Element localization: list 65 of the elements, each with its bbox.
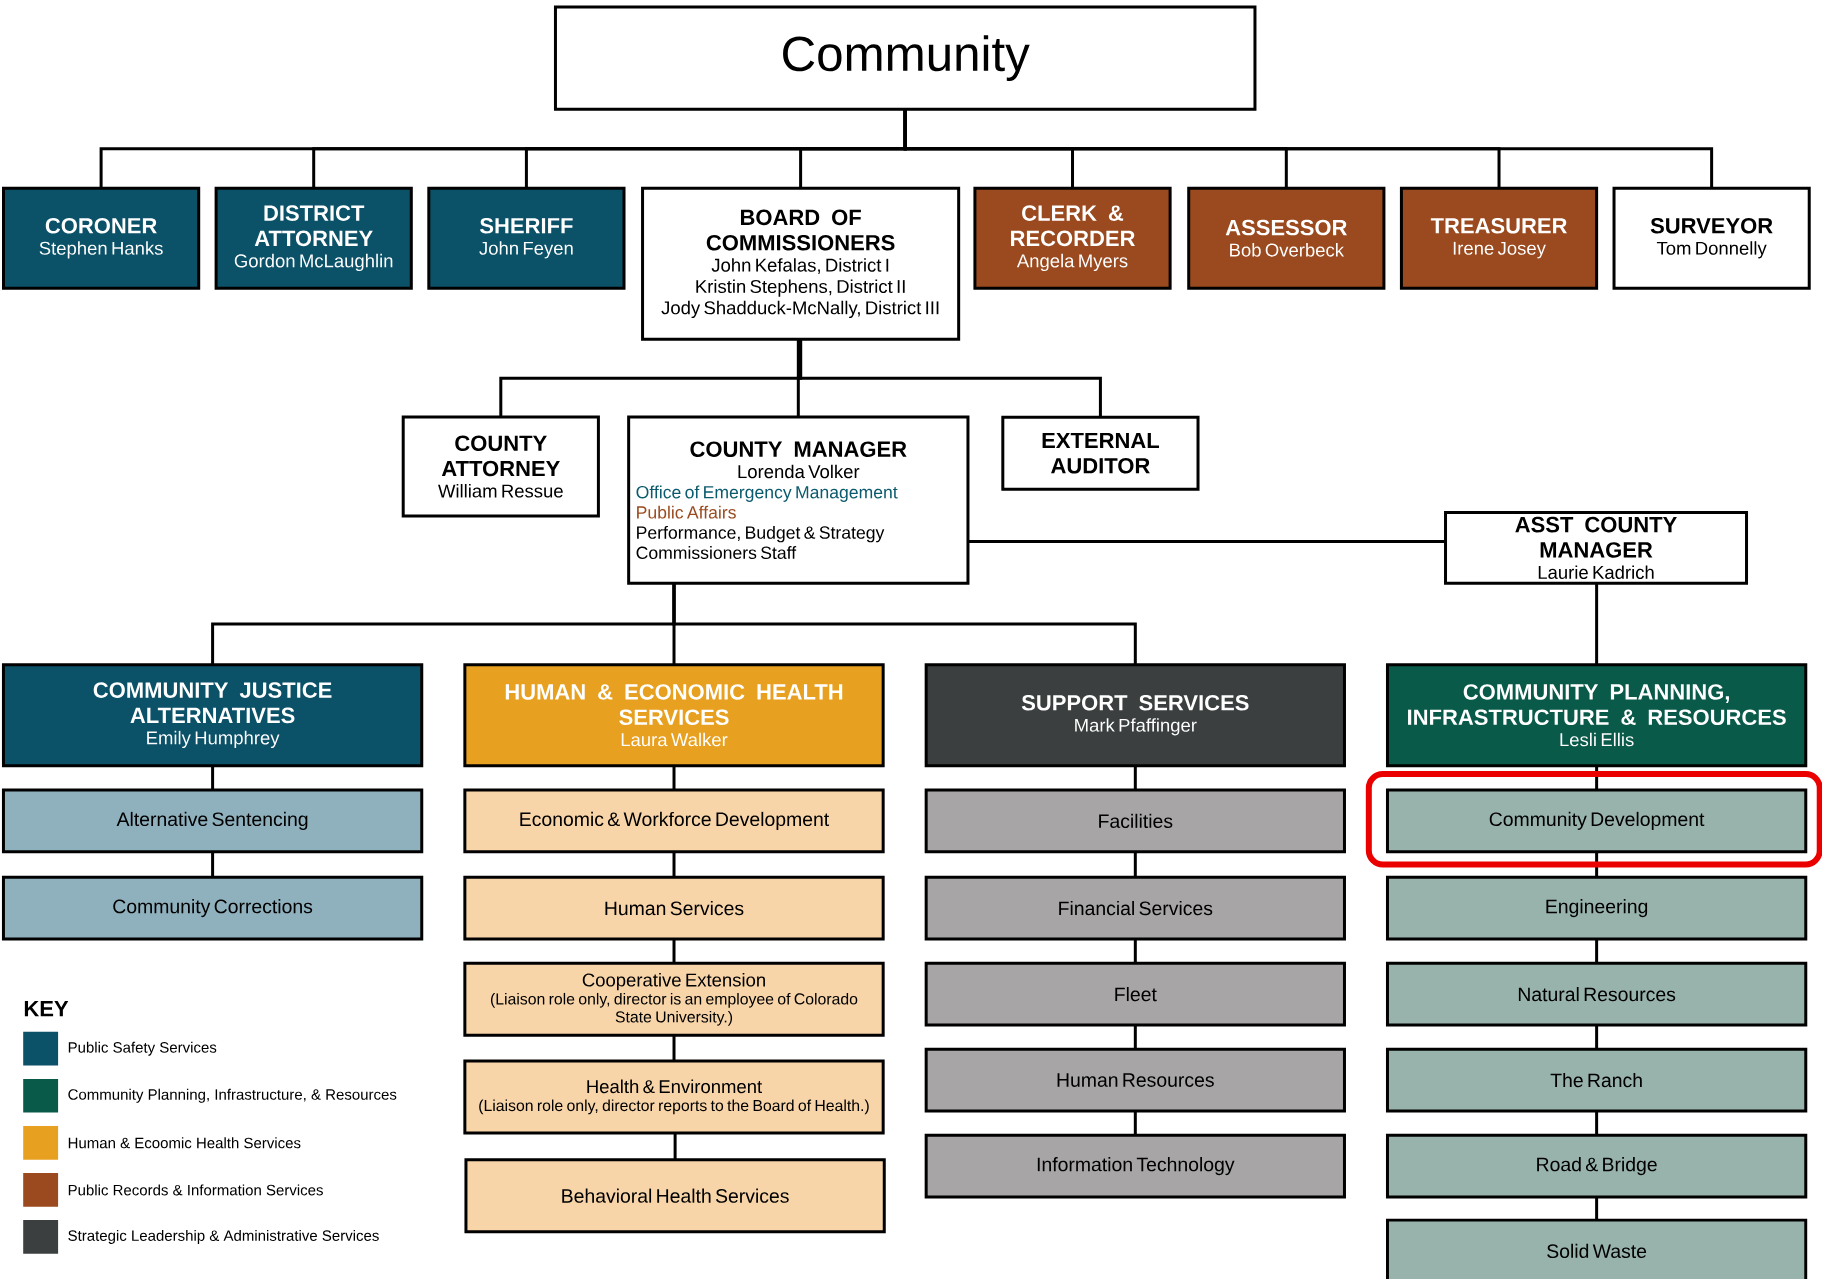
office-box: COUNTY MANAGER Lorenda Volker Office of Emergency Management Public Affairs Performance, Budget & Strategy Commissioners Staff — [627, 415, 970, 585]
division-box: Community Development — [1385, 788, 1808, 854]
division-box: Engineering — [1385, 875, 1808, 941]
office-box: CORONER Stephen Hanks — [2, 186, 201, 290]
connector-line — [1595, 1110, 1599, 1136]
connector-line — [211, 851, 215, 878]
connector-line — [672, 1035, 676, 1061]
office-box: SUPPORT SERVICES Mark Pfaffinger — [924, 663, 1346, 768]
division-box: The Ranch — [1385, 1047, 1808, 1113]
division-box: Solid Waste — [1385, 1218, 1808, 1279]
connector-line — [1133, 851, 1137, 878]
connector-line — [673, 1132, 677, 1160]
office-box: COMMUNITY JUSTICE ALTERNATIVES Emily Humphrey — [1, 663, 424, 768]
office-box: COMMUNITY PLANNING, INFRASTRUCTURE & RESOURCES Lesli Ellis — [1385, 663, 1808, 768]
division-box: Human Services — [463, 875, 885, 941]
connector-line — [1133, 1024, 1137, 1050]
office-box: ASSESSOR Bob Overbeck — [1187, 186, 1386, 290]
connector-line — [211, 765, 215, 791]
connector-line — [1595, 765, 1599, 791]
legend-label: Human & Ecoomic Health Services — [68, 1137, 301, 1149]
title-box: Community — [553, 5, 1257, 111]
division-box: Health & Environment (Liaison role only, director reports to the Board of Health.) — [463, 1059, 885, 1135]
division-box: Human Resources — [924, 1047, 1346, 1113]
legend-label: Strategic Leadership & Administrative Services — [68, 1229, 379, 1244]
office-box: ASST COUNTY MANAGER Laurie Kadrich — [1444, 510, 1748, 585]
legend-label: Public Safety Services — [68, 1041, 217, 1056]
connector-line — [1595, 1024, 1599, 1050]
connector-line — [1133, 1110, 1137, 1136]
legend-label: Community Planning, Infrastructure, & Resources — [68, 1088, 397, 1103]
office-box: SHERIFF John Feyen — [427, 186, 626, 290]
connector-line — [1595, 583, 1599, 665]
office-box: DISTRICT ATTORNEY Gordon McLaughlin — [214, 186, 413, 290]
division-box: Alternative Sentencing — [1, 788, 424, 854]
division-box: Economic & Workforce Development — [463, 788, 885, 854]
legend-title: KEY — [24, 1001, 69, 1017]
division-box: Information Technology — [924, 1133, 1346, 1199]
office-box: TREASURER Irene Josey — [1399, 186, 1599, 290]
connector-line — [1133, 765, 1137, 791]
connector-line — [1595, 851, 1599, 878]
division-box: Financial Services — [924, 875, 1346, 941]
office-box: EXTERNAL AUDITOR — [1001, 415, 1200, 491]
connector-line — [672, 851, 676, 878]
connector-line — [1595, 1196, 1599, 1221]
connector-line — [672, 938, 676, 964]
connector-line — [1595, 938, 1599, 964]
connector-line — [672, 765, 676, 791]
division-box: Cooperative Extension (Liaison role only, director is an employee of Colorado State University.) — [463, 961, 885, 1037]
office-box: COUNTY ATTORNEY William Ressue — [401, 415, 600, 518]
division-box: Natural Resources — [1385, 961, 1808, 1027]
division-box: Facilities — [924, 788, 1346, 854]
division-box: Community Corrections — [1, 875, 424, 941]
legend-label: Public Records & Information Services — [68, 1184, 323, 1196]
connector-line — [796, 339, 800, 418]
connector-line — [799, 339, 1102, 418]
office-box: SURVEYOR Tom Donnelly — [1612, 186, 1811, 290]
office-box: CLERK & RECORDER Angela Myers — [973, 186, 1172, 290]
division-box: Road & Bridge — [1385, 1133, 1808, 1199]
office-box: BOARD OF COMMISSIONERS John Kefalas, District I Kristin Stephens, District II Jody Shadduck-McNally, District III — [641, 186, 961, 341]
office-box: HUMAN & ECONOMIC HEALTH SERVICES Laura Walker — [463, 663, 885, 768]
division-box: Behavioral Health Services — [464, 1158, 886, 1234]
connector-line — [672, 583, 1137, 665]
division-box: Fleet — [924, 961, 1346, 1027]
connector-line — [903, 109, 1714, 189]
connector-line — [1133, 938, 1137, 964]
connector-line — [967, 540, 1446, 543]
